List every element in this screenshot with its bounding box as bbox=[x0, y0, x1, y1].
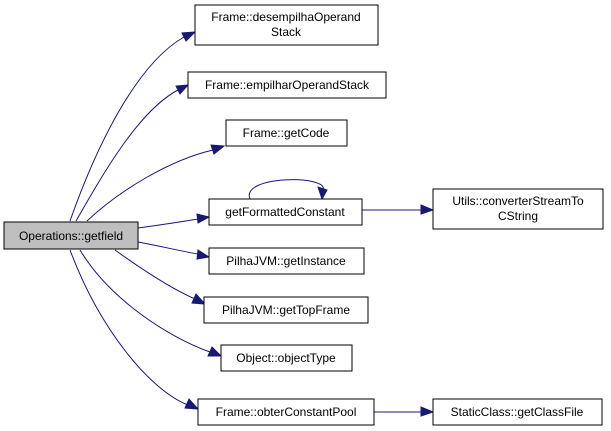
arrowhead-self-loop bbox=[317, 186, 328, 201]
node-operations-getfield[interactable]: Operations::getfield bbox=[3, 221, 139, 250]
node-label: PilhaJVM::getTopFrame bbox=[222, 303, 350, 317]
arrowhead-getinstance bbox=[196, 249, 211, 260]
node-label: PilhaJVM::getInstance bbox=[226, 254, 346, 268]
edge-getfield-to-empilharoperandstack bbox=[75, 89, 179, 222]
node-label: Object::objectType bbox=[236, 351, 336, 365]
arrowhead-getclassfile bbox=[420, 406, 435, 417]
arrowhead-empilharoperandstack bbox=[175, 84, 190, 95]
node-frame-obterconstantpool[interactable]: Frame::obterConstantPool bbox=[197, 398, 375, 426]
node-label: Frame::getCode bbox=[243, 126, 330, 140]
node-staticclass-getclassfile[interactable]: StaticClass::getClassFile bbox=[432, 398, 603, 426]
node-label: Frame::empilharOperandStack bbox=[205, 78, 370, 92]
node-label: getFormattedConstant bbox=[225, 205, 345, 219]
arrowhead-gettopframe bbox=[191, 293, 207, 305]
node-pilhajvm-getinstance[interactable]: PilhaJVM::getInstance bbox=[208, 247, 365, 275]
node-label-line-2: Stack bbox=[271, 25, 302, 39]
edges bbox=[69, 31, 435, 417]
edge-getfield-to-obterconstantpool bbox=[69, 249, 189, 406]
arrowhead-getformattedconstant bbox=[196, 213, 211, 224]
edge-getfield-to-getformattedconstant bbox=[137, 218, 199, 229]
arrowhead-objecttype bbox=[207, 346, 223, 357]
node-object-objecttype[interactable]: Object::objectType bbox=[220, 344, 353, 372]
node-frame-desempilhaoperandstack[interactable]: Frame::desempilhaOperand Stack bbox=[194, 4, 379, 46]
node-frame-getcode[interactable]: Frame::getCode bbox=[225, 119, 348, 147]
node-utils-converterstreamtocstring[interactable]: Utils::converterStreamTo CString bbox=[432, 188, 604, 230]
edge-getfield-to-desempilhaoperandstack bbox=[69, 36, 185, 222]
node-getformattedconstant[interactable]: getFormattedConstant bbox=[208, 198, 363, 226]
node-label-line-1: Utils::converterStreamTo bbox=[452, 194, 584, 208]
edge-getfield-to-getcode bbox=[86, 149, 214, 222]
edge-getfield-to-objecttype bbox=[79, 249, 211, 353]
arrowhead-obterconstantpool bbox=[184, 398, 200, 410]
arrowhead-desempilhaoperandstack bbox=[181, 31, 197, 42]
node-label: Frame::obterConstantPool bbox=[216, 405, 357, 419]
node-label: StaticClass::getClassFile bbox=[451, 405, 584, 419]
node-pilhajvm-gettopframe[interactable]: PilhaJVM::getTopFrame bbox=[203, 296, 369, 324]
edge-getformattedconstant-self-loop bbox=[248, 179, 324, 200]
arrowhead-converterstreamtocstring bbox=[420, 204, 435, 215]
node-label-line-1: Frame::desempilhaOperand bbox=[211, 10, 360, 24]
node-label: Operations::getfield bbox=[19, 229, 123, 243]
node-label-line-2: CString bbox=[498, 209, 538, 223]
edge-getfield-to-gettopframe bbox=[114, 249, 196, 300]
node-frame-empilharoperandstack[interactable]: Frame::empilharOperandStack bbox=[187, 71, 387, 99]
edge-getfield-to-getinstance bbox=[137, 241, 199, 255]
arrowhead-getcode bbox=[210, 144, 226, 155]
